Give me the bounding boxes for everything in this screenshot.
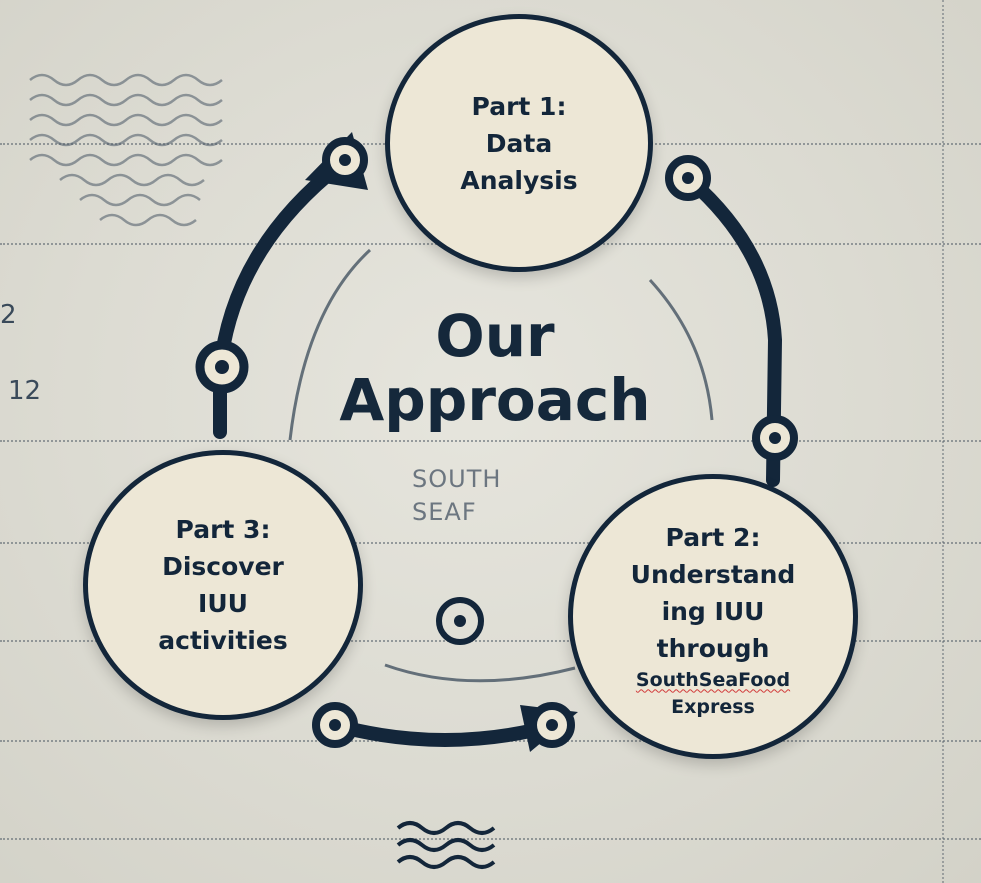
edge-number: 2	[0, 300, 17, 330]
grid-line	[0, 838, 981, 840]
target-ring-icon	[665, 155, 711, 201]
grid-line	[0, 440, 981, 442]
cycle-arrow-bottom	[328, 718, 562, 747]
node-text: Discover	[162, 552, 284, 581]
grid-line	[0, 542, 981, 544]
title-line-2: Approach	[339, 366, 651, 434]
node-text: ing IUU	[661, 596, 765, 626]
wave-pattern-icon	[29, 73, 223, 227]
node-text-small: SouthSeaFood	[635, 668, 791, 691]
node-text: Understand	[630, 559, 796, 589]
node-text: Part 3:	[175, 515, 271, 544]
node-text: IUU	[198, 589, 248, 618]
title-line-1: Our	[435, 302, 555, 370]
target-ring-icon	[436, 597, 484, 645]
node-part-2: Part 2: Understand ing IUU through South…	[568, 474, 858, 759]
node-text: Part 2:	[665, 522, 761, 552]
subtitle-line-2: SEAF	[412, 498, 477, 526]
target-ring-icon	[752, 415, 798, 461]
node-part-3: Part 3: Discover IUU activities	[83, 450, 363, 720]
node-part-1: Part 1: Data Analysis	[385, 14, 653, 272]
node-text-small: Express	[671, 695, 755, 718]
wave-pattern-icon	[396, 821, 496, 869]
faint-subtitle: SOUTH SEAF	[412, 463, 501, 529]
edge-number: 12	[8, 376, 42, 406]
node-text: Part 1:	[471, 91, 567, 121]
subtitle-line-1: SOUTH	[412, 465, 502, 493]
inner-arc	[288, 248, 714, 683]
grid-line	[942, 0, 944, 883]
target-ring-icon	[312, 702, 358, 748]
grid-line	[0, 640, 981, 642]
target-ring-icon	[529, 702, 575, 748]
node-text: Analysis	[460, 165, 578, 195]
target-ring-icon	[322, 137, 368, 183]
node-text: activities	[158, 626, 288, 655]
node-text: Data	[485, 128, 553, 158]
diagram-title: Our Approach	[330, 304, 660, 432]
node-text: through	[656, 633, 770, 663]
cycle-arrow-right	[683, 173, 783, 487]
target-ring-icon	[195, 340, 249, 394]
cycle-arrow-left	[213, 158, 347, 439]
